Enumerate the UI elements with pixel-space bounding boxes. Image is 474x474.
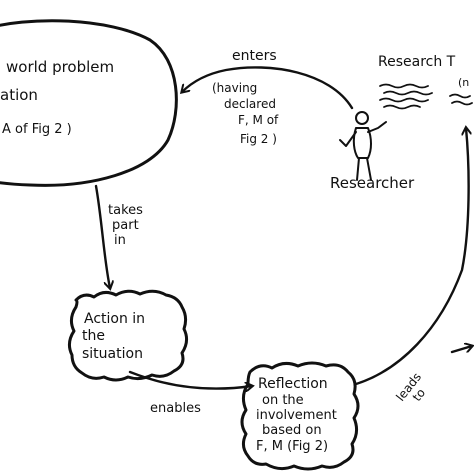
takes-part-arrow — [94, 184, 110, 288]
takes-part-line-1: takes — [108, 203, 143, 218]
enters-arrow — [182, 66, 354, 110]
research-notes-scribble-left — [379, 83, 433, 110]
situation-line-2: ation — [0, 86, 38, 104]
leads-to-label-group: leads to — [393, 370, 428, 404]
reflection-line-4: based on — [262, 423, 322, 438]
enters-note-line-3: F, M of — [238, 113, 279, 127]
researcher-label: Researcher — [330, 174, 415, 192]
enters-note-line-2: declared — [224, 97, 276, 111]
action-line-1: Action in — [84, 311, 145, 327]
enters-label: enters — [232, 48, 277, 64]
problem-situation-blob — [0, 19, 178, 187]
reflection-line-1: Reflection — [258, 376, 328, 392]
action-line-2: the — [82, 328, 105, 344]
reflection-box — [240, 361, 360, 471]
reflection-line-5: F, M (Fig 2) — [256, 439, 328, 454]
action-line-3: situation — [82, 346, 143, 362]
enters-note-line-4: Fig 2 ) — [240, 132, 277, 146]
reflection-line-3: involvement — [256, 408, 337, 423]
reflection-line-2: on the — [262, 393, 304, 408]
enters-note-line-1: (having — [212, 81, 257, 95]
takes-part-line-2: part — [112, 218, 139, 233]
situation-line-1: world problem — [6, 58, 114, 76]
researcher-figure — [339, 111, 387, 181]
takes-part-line-3: in — [114, 233, 126, 248]
enables-label: enables — [150, 401, 201, 416]
leads-to-arrow — [354, 128, 469, 386]
enables-arrow — [128, 370, 252, 389]
research-notes-scribble-right — [449, 93, 473, 106]
research-themes-note: (n — [458, 76, 469, 89]
situation-line-3: A of Fig 2 ) — [2, 122, 72, 137]
research-themes-label: Research T — [378, 54, 456, 70]
action-box — [67, 289, 189, 382]
partial-right-arrow — [450, 346, 472, 354]
